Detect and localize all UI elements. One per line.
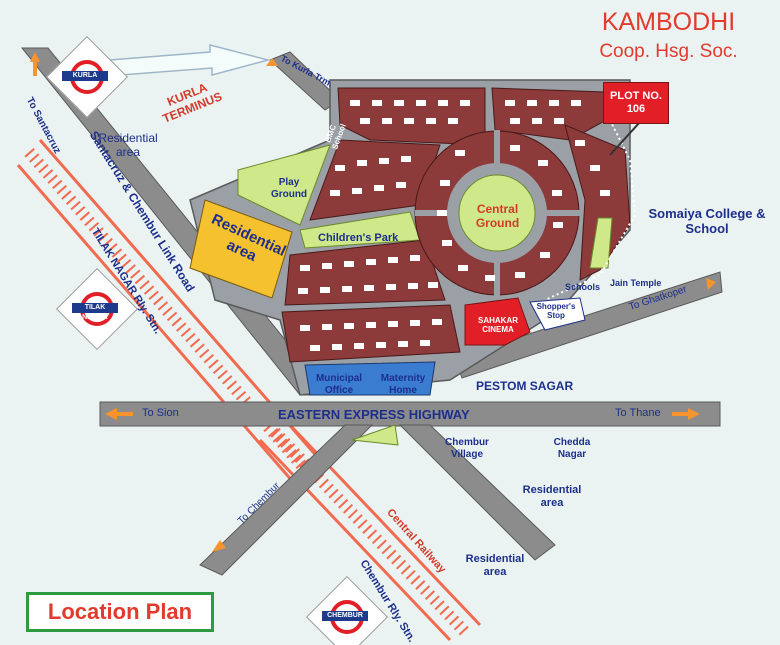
to-sion-label: To Sion (142, 407, 179, 419)
pestom-sagar-label: PESTOM SAGAR (476, 379, 574, 393)
plot-number: 106 (626, 103, 646, 115)
southeast-road (398, 424, 556, 561)
residential-se2-label: Residential area (465, 553, 525, 578)
plot-badge: PLOT NO. 106 (603, 82, 669, 124)
shoppers-stop-label: Shopper's Stop (536, 302, 576, 321)
highway-label: EASTERN EXPRESS HIGHWAY (278, 407, 470, 422)
plot-label: PLOT NO. (610, 89, 662, 102)
society-title: KAMBODHI Coop. Hsg. Soc. (566, 8, 771, 63)
eastern-express-highway (99, 401, 721, 427)
municipal-maternity (304, 361, 436, 396)
play-ground-label: Play Ground (270, 177, 308, 200)
municipal-office-label: Municipal Office (315, 373, 363, 396)
schools-label: Schools (565, 282, 601, 292)
shoppers-stop (529, 297, 586, 331)
central-ground (458, 174, 536, 252)
station-kurla-label: KURLA (62, 71, 108, 81)
triangle-park (351, 424, 399, 446)
sahakar-cinema (464, 297, 531, 346)
station-tilak-nagar-icon: TILAK NAGAR (55, 267, 139, 351)
legend-title: Location Plan (26, 592, 214, 632)
central-ground-label: Central Ground (475, 202, 520, 230)
childrens-park-label: Children's Park (318, 232, 399, 244)
maternity-home-label: Maternity Home (380, 373, 426, 396)
station-tilak-nagar-label: TILAK NAGAR (72, 303, 118, 321)
block-east (564, 124, 631, 281)
building-glyphs (298, 100, 610, 351)
title-subtitle: Coop. Hsg. Soc. (599, 41, 738, 62)
chembur-village-label: Chembur Village (445, 437, 489, 460)
park-east (589, 217, 613, 269)
title-name: KAMBODHI (601, 8, 736, 36)
to-chembur-road (199, 424, 374, 576)
jain-temple-label: Jain Temple (610, 278, 662, 288)
station-kurla-icon: KURLA (45, 35, 129, 119)
residential-nw-label: Residential area (98, 131, 158, 159)
chedda-nagar-label: Chedda Nagar (553, 437, 591, 460)
station-chembur-icon: CHEMBUR (305, 575, 389, 645)
sahakar-cinema-label: SAHAKAR CINEMA (478, 316, 518, 335)
block-south (281, 304, 461, 363)
residential-se1-label: Residential area (522, 484, 582, 509)
residential-box (189, 199, 293, 299)
plot-pointer (609, 121, 641, 156)
road-arrows (30, 52, 716, 552)
station-chembur-label: CHEMBUR (322, 611, 368, 621)
play-ground (237, 144, 331, 226)
somaiya-label: Somaiya College & School (648, 206, 766, 236)
to-thane-label: To Thane (615, 407, 661, 419)
